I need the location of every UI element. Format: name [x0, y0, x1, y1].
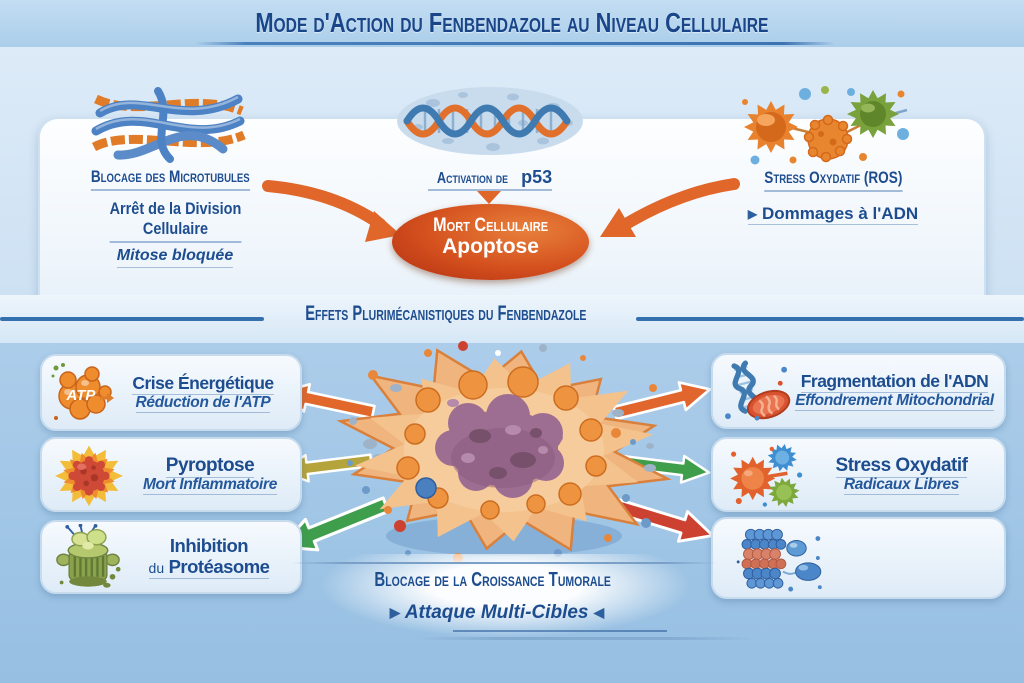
free-radicals-icon	[730, 441, 803, 508]
arrow-p53-to-apoptosis	[477, 191, 501, 204]
p53-activation-text: Activation de p53	[427, 167, 553, 191]
ros-title-text: Stress Oxydatif (ROS)	[763, 168, 903, 192]
box-subtitle: Mort Inflammatoire	[142, 476, 278, 496]
arrow-to-dna-fragmentation	[612, 381, 712, 421]
box-proteasome-text: Inhibition du Protéasome	[126, 535, 292, 579]
box-subtitle: Radicaux Libres	[843, 476, 960, 496]
conclusion-subtitle-text: Attaque Multi-Cibles	[404, 602, 589, 623]
page-title-text: Mode d'Action du Fenbendazole au Niveau …	[255, 7, 769, 38]
box-pyroptosis-text: Pyroptose Mort Inflammatoire	[128, 454, 292, 496]
box-title: Inhibition	[169, 535, 249, 557]
title-underline	[195, 42, 835, 45]
microtubules-note: Mitose bloquée	[116, 247, 234, 268]
tumor-cell-illustration	[308, 338, 700, 573]
box-title: Crise Énergétique	[132, 372, 274, 395]
microtubules-title: Blocage des Microtubules	[50, 167, 290, 191]
apoptosis-oval: Mort Cellulaire Apoptose	[392, 204, 589, 280]
section-title-text: Effets Plurimécanistiques du Fenbendazol…	[305, 302, 587, 325]
arrow-ros-to-apoptosis	[600, 178, 740, 237]
ros-cells-icon	[742, 86, 909, 165]
divider-line-left	[0, 317, 264, 321]
apoptosis-line1: Mort Cellulaire	[433, 215, 548, 236]
p53-activation-label: Activation de p53	[380, 167, 600, 191]
box-oxidative-stress-text: Stress Oxydatif Radicaux Libres	[807, 454, 996, 496]
tumor-cell-icon	[308, 338, 700, 573]
apoptosis-line2: Apoptose	[442, 235, 539, 258]
box-pyroptosis: Pyroptose Mort Inflammatoire	[40, 437, 302, 512]
box-energy-crisis: ATP Crise Énergétique Réduction de l'ATP	[40, 354, 302, 431]
atp-icon: ATP	[51, 362, 114, 420]
bullet-left-icon: ▶	[389, 604, 401, 620]
header-band: Mode d'Action du Fenbendazole au Niveau …	[0, 0, 1024, 47]
proteasome-icon	[56, 524, 121, 588]
box-title: Pyroptose	[165, 454, 255, 478]
microtubules-icon	[91, 87, 246, 163]
p53-gene: p53	[521, 167, 553, 187]
bullet-right-icon: ◀	[593, 604, 605, 620]
molecule-stack-icon	[736, 528, 822, 592]
microtubules-title-text: Blocage des Microtubules	[90, 167, 250, 191]
box-dna-fragmentation: Fragmentation de l'ADN Effondrement Mito…	[711, 353, 1006, 429]
pyroptosis-icon	[55, 445, 123, 506]
dna-p53-icon	[397, 87, 583, 155]
box-title: Fragmentation de l'ADN	[800, 371, 989, 394]
ros-title: Stress Oxydatif (ROS)	[718, 168, 948, 192]
dna-mitochondria-icon	[725, 360, 791, 421]
box-proteasome-inhibition: Inhibition du Protéasome	[40, 520, 302, 594]
box-energy-crisis-text: Crise Énergétique Réduction de l'ATP	[114, 372, 292, 413]
conclusion-title: Blocage de la Croissance Tumorale	[233, 569, 753, 592]
subtitle-underline	[453, 630, 667, 632]
box-title: Stress Oxydatif	[835, 454, 968, 478]
banner-shadow-line	[415, 637, 755, 640]
box-subtitle: Réduction de l'ATP	[135, 393, 271, 413]
page-title: Mode d'Action du Fenbendazole au Niveau …	[0, 7, 1024, 39]
conclusion-title-text: Blocage de la Croissance Tumorale	[374, 569, 612, 591]
box-subtitle: Effondrement Mitochondrial	[795, 392, 994, 411]
atp-icon-label: ATP	[66, 387, 97, 404]
ros-note-text: ▶ Dommages à l'ADN	[747, 204, 919, 225]
section-title: Effets Plurimécanistiques du Fenbendazol…	[156, 302, 736, 326]
box-title-line2: du Protéasome	[148, 556, 270, 579]
box-dna-fragmentation-text: Fragmentation de l'ADN Effondrement Mito…	[793, 371, 996, 411]
box-molecule-target	[711, 517, 1006, 599]
bullet-icon: ▶	[747, 206, 758, 221]
ros-note: ▶ Dommages à l'ADN	[718, 204, 948, 225]
box-oxidative-stress: Stress Oxydatif Radicaux Libres	[711, 437, 1006, 512]
arrow-microtubules-to-apoptosis	[262, 180, 401, 242]
divider-line-right	[636, 317, 1024, 321]
banner-top-line	[292, 562, 716, 564]
conclusion-banner	[278, 554, 733, 642]
conclusion-subtitle: ▶ Attaque Multi-Cibles ◀	[237, 602, 757, 624]
